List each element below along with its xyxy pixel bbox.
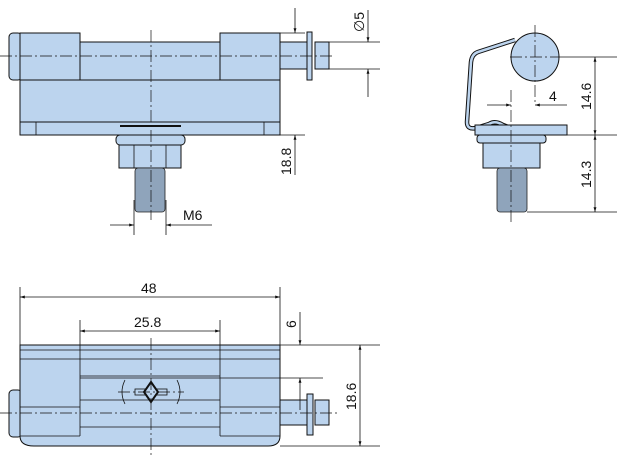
pin-tip <box>314 399 330 426</box>
hex-nut <box>482 142 541 169</box>
inner-width-label: 25.8 <box>134 314 161 330</box>
thread-label: M6 <box>183 207 203 223</box>
bottom-view: 48 25.8 6 18.6 <box>0 280 380 455</box>
pin <box>279 41 308 70</box>
thread <box>496 167 528 213</box>
side-view: 14.6 14.3 4 <box>464 25 617 225</box>
front-view: M6 18.8 ∅5 <box>0 8 380 235</box>
hex-nut <box>118 144 182 169</box>
washer <box>476 134 547 144</box>
depth-label: 18.6 <box>343 383 359 410</box>
diameter-label: ∅5 <box>351 12 367 32</box>
width-label: 48 <box>141 280 157 296</box>
lower-height-label: 14.3 <box>578 161 594 188</box>
offset-label-bottom: 6 <box>283 320 299 328</box>
pin-tip <box>314 41 330 70</box>
offset-label: 4 <box>549 88 557 104</box>
thread <box>134 167 166 213</box>
left-block <box>19 32 81 81</box>
base-plate <box>19 121 281 136</box>
height-label: 18.8 <box>278 148 294 175</box>
bracket-plate <box>474 124 568 136</box>
pin <box>279 399 308 426</box>
upper-height-label: 14.6 <box>578 83 594 110</box>
right-block <box>219 32 281 81</box>
rod <box>79 41 221 81</box>
nut-flange <box>115 134 186 146</box>
washer <box>306 393 314 436</box>
